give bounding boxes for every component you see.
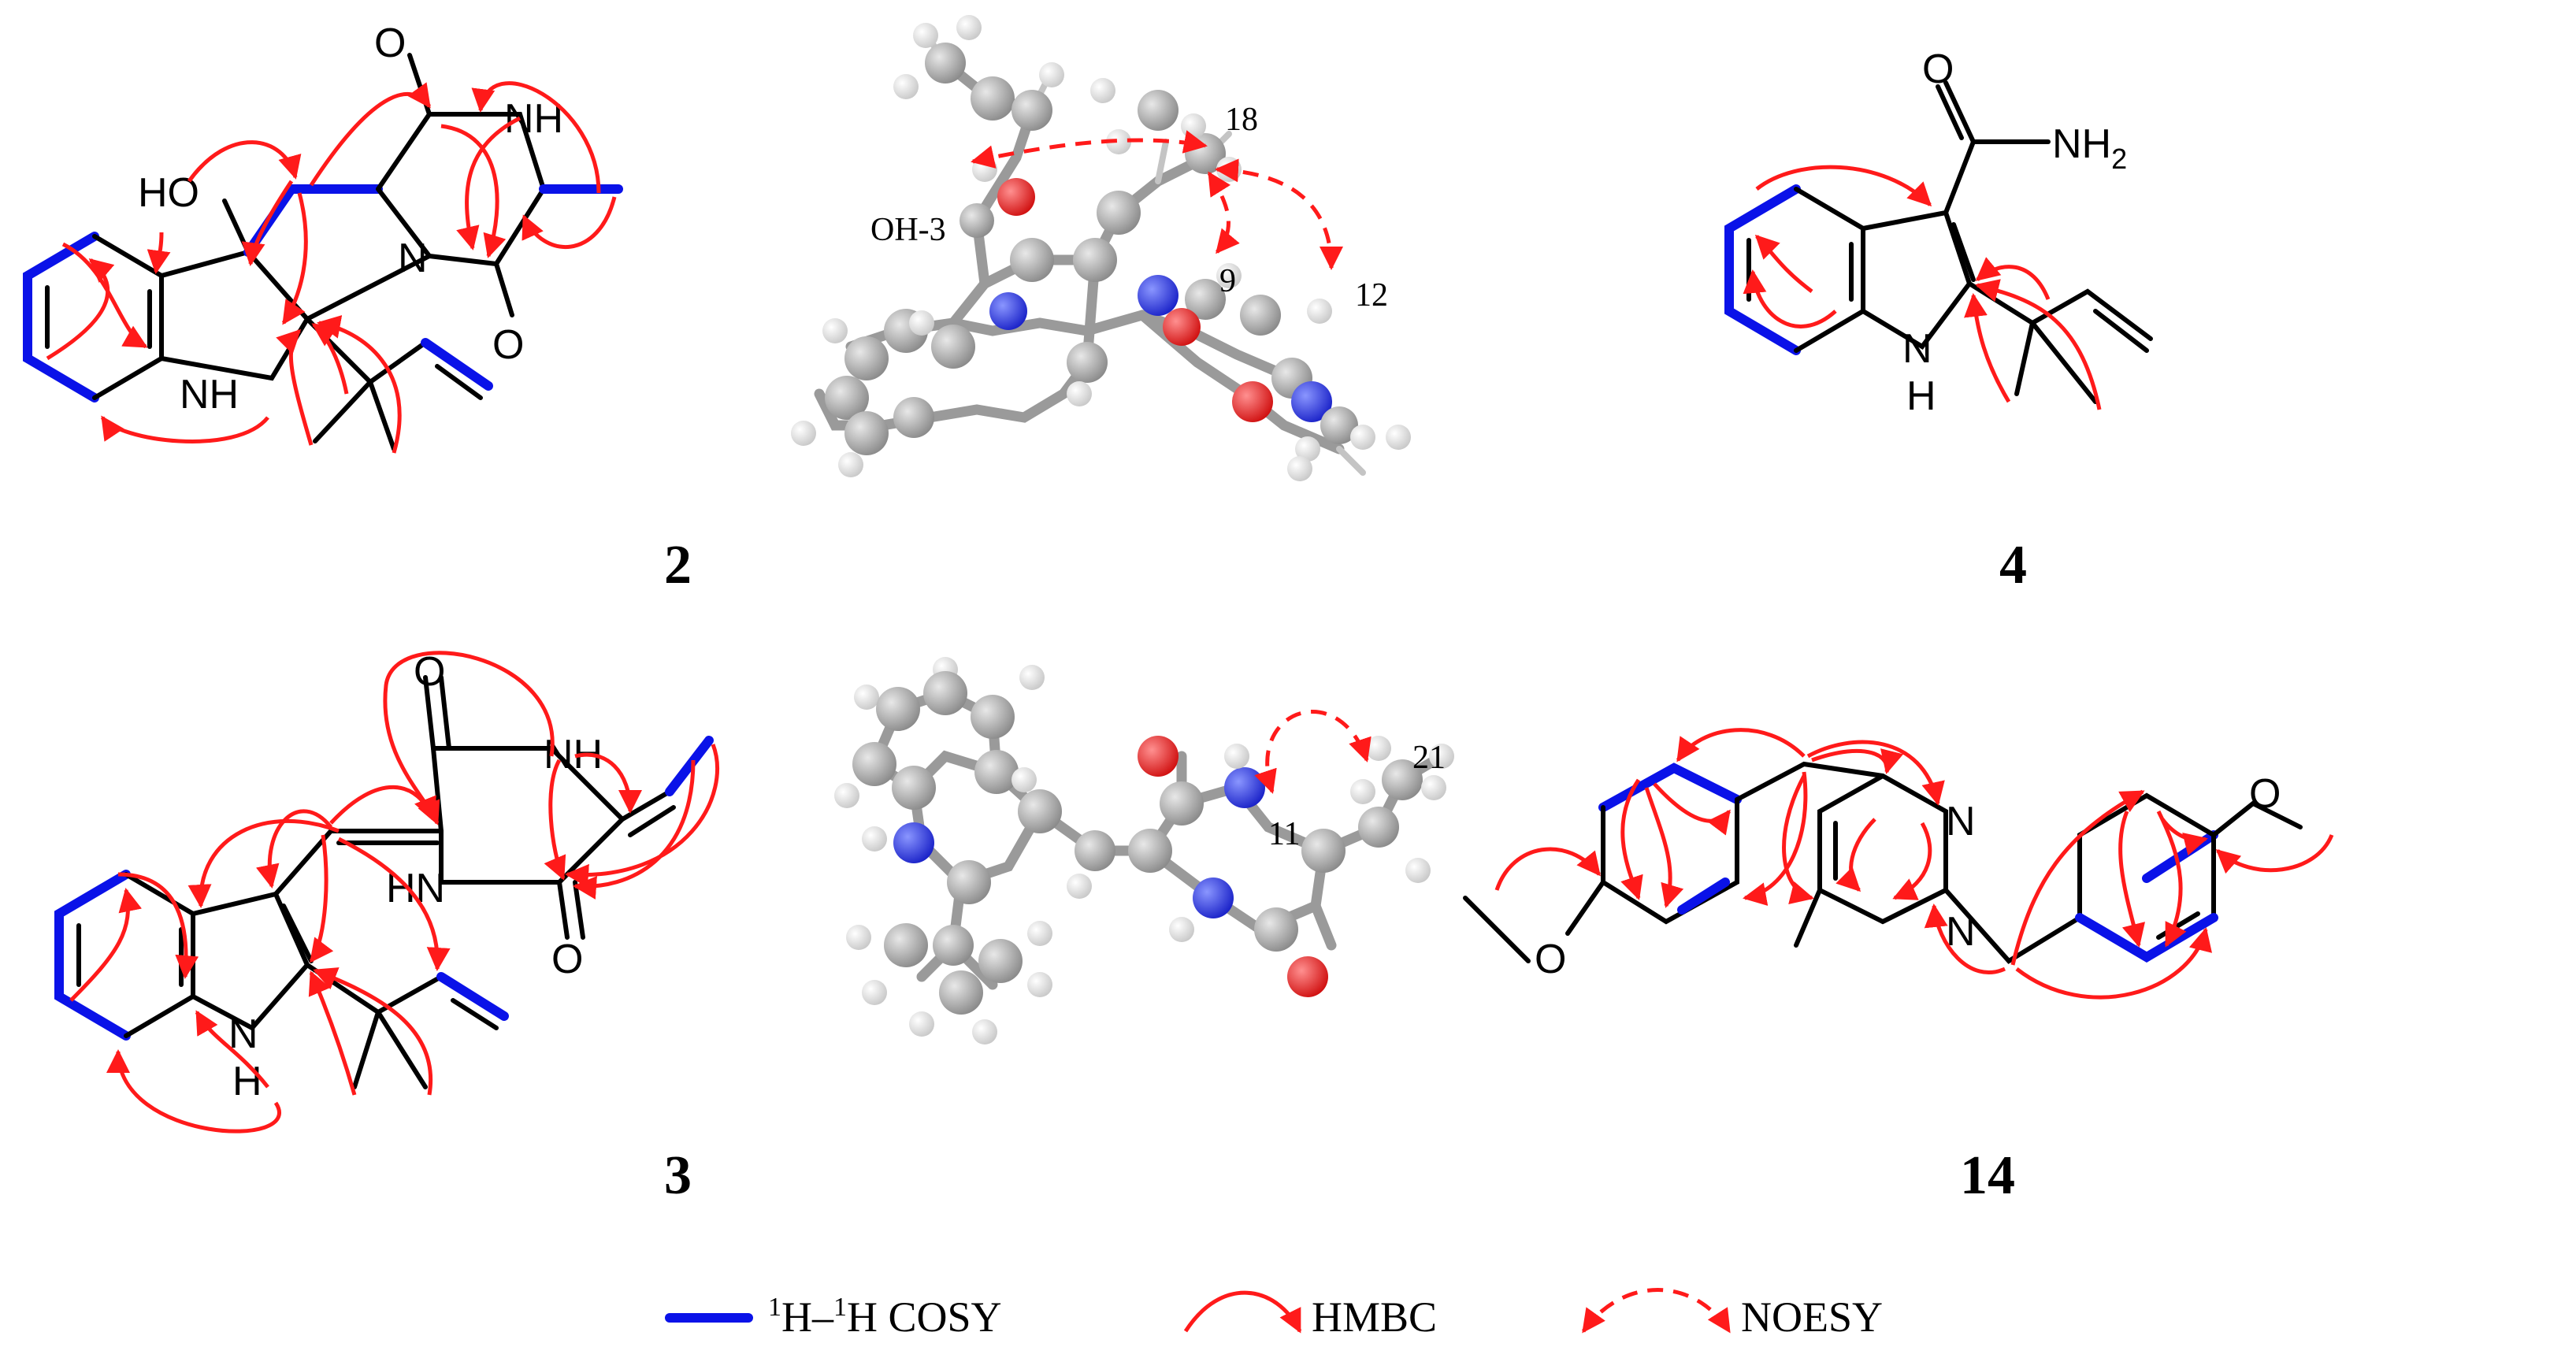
compound-4-n: N — [1902, 326, 1932, 372]
legend-hmbc-label: HMBC — [1312, 1293, 1437, 1341]
compound-4-nh2: NH2 — [2052, 121, 2127, 175]
compound-3-label-21: 21 — [1412, 740, 1446, 776]
legend-hmbc-swatch — [1183, 1290, 1302, 1334]
compound-4-cosy-aromatic — [1724, 184, 1801, 355]
compound-3-cosy-aromatic — [54, 870, 131, 1041]
compound-4-hmbc-arrows — [1743, 165, 2102, 410]
compound-4-h: H — [1906, 373, 1936, 419]
compound-4-o: O — [1922, 46, 1954, 92]
compound-2-cosy-aromatic — [23, 232, 99, 403]
compound-3-structure: O NH HN O N H 3 — [54, 649, 719, 1206]
compound-2-o-bottom: O — [492, 322, 524, 368]
compound-14-cosy-left-bottom — [1677, 878, 1730, 915]
legend-noesy-swatch — [1581, 1288, 1732, 1334]
compound-14-number: 14 — [1960, 1145, 2015, 1206]
compound-2-ho: HO — [138, 170, 199, 216]
compound-3-3d-model: 11 21 — [834, 657, 1454, 1044]
legend-noesy-label: NOESY — [1741, 1293, 1883, 1341]
compound-3-number: 3 — [664, 1145, 692, 1206]
compound-14-structure: N N O O 14 — [1463, 728, 2334, 1206]
compound-3-hn: HN — [386, 866, 445, 911]
compound-14-cosy-left-top — [1598, 762, 1742, 812]
compound-14-n-top: N — [1946, 799, 1976, 844]
compound-4-number: 4 — [1999, 535, 2027, 596]
compound-2-label-18: 18 — [1225, 102, 1258, 138]
compound-2-o-top: O — [374, 20, 406, 66]
compound-2-label-12: 12 — [1355, 277, 1388, 314]
compound-3-noesy-arrows — [1254, 710, 1372, 794]
compound-2-number: 2 — [664, 535, 692, 596]
compound-2-structure: O NH N O HO NH 2 — [23, 20, 692, 596]
legend-cosy-label: 1H–1H COSY — [768, 1293, 1002, 1341]
compound-3-label-11: 11 — [1268, 816, 1300, 852]
compound-14-cosy-right-bottom — [2075, 913, 2218, 963]
compound-14-hmbc-arrows — [1494, 728, 2334, 1000]
compound-3-cosy-ethylidene — [665, 736, 714, 796]
compound-2-cosy-vinyl — [421, 338, 493, 391]
compound-2-label-9: 9 — [1219, 263, 1236, 299]
compound-2-3d-model: 18 OH-3 9 12 — [791, 15, 1411, 481]
compound-2-label-oh3: OH-3 — [870, 212, 946, 248]
compound-14-o-right: O — [2249, 771, 2281, 817]
compound-2-nh: NH — [180, 372, 239, 417]
compound-3-o-bottom: O — [551, 937, 583, 982]
compound-14-o-left: O — [1535, 937, 1566, 982]
compound-2-hmbc-arrows — [46, 81, 617, 454]
compound-2-noesy-arrows — [971, 130, 1343, 270]
compound-4-structure: O NH2 N H 4 — [1724, 46, 2153, 596]
compound-3-hmbc-arrows — [69, 651, 719, 1134]
legend: 1H–1H COSY HMBC NOESY — [665, 1288, 1883, 1341]
compound-2-n-mid: N — [398, 236, 428, 281]
compound-3-cosy-vinyl — [436, 972, 509, 1021]
